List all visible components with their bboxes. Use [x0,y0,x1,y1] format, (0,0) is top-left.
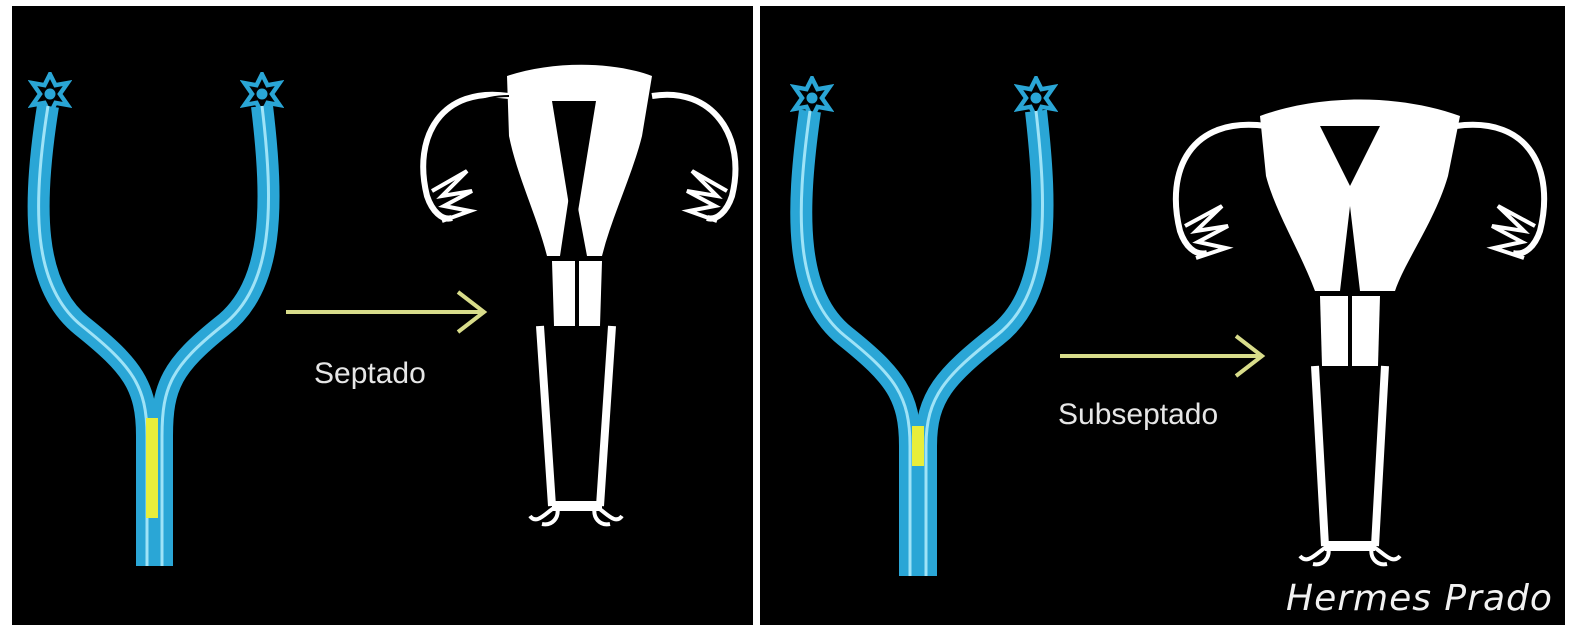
subseptate-illustration [760,6,1565,625]
diagram-panel-subseptate: Subseptado Hermes Prado [760,6,1565,625]
author-credit: Hermes Prado [1286,578,1553,619]
septate-label: Septado [314,357,426,391]
arrow-icon [286,292,484,332]
diagram-panel-septate: Septado [12,6,753,625]
fusion-bar [912,426,924,466]
septate-illustration [12,6,753,625]
subseptate-label: Subseptado [1058,398,1218,432]
subseptate-uterus-icon [1176,100,1544,565]
septate-uterus-icon [423,65,735,525]
mullerian-ducts [801,111,1042,576]
fusion-bar [146,418,158,518]
arrow-icon [1060,336,1262,376]
